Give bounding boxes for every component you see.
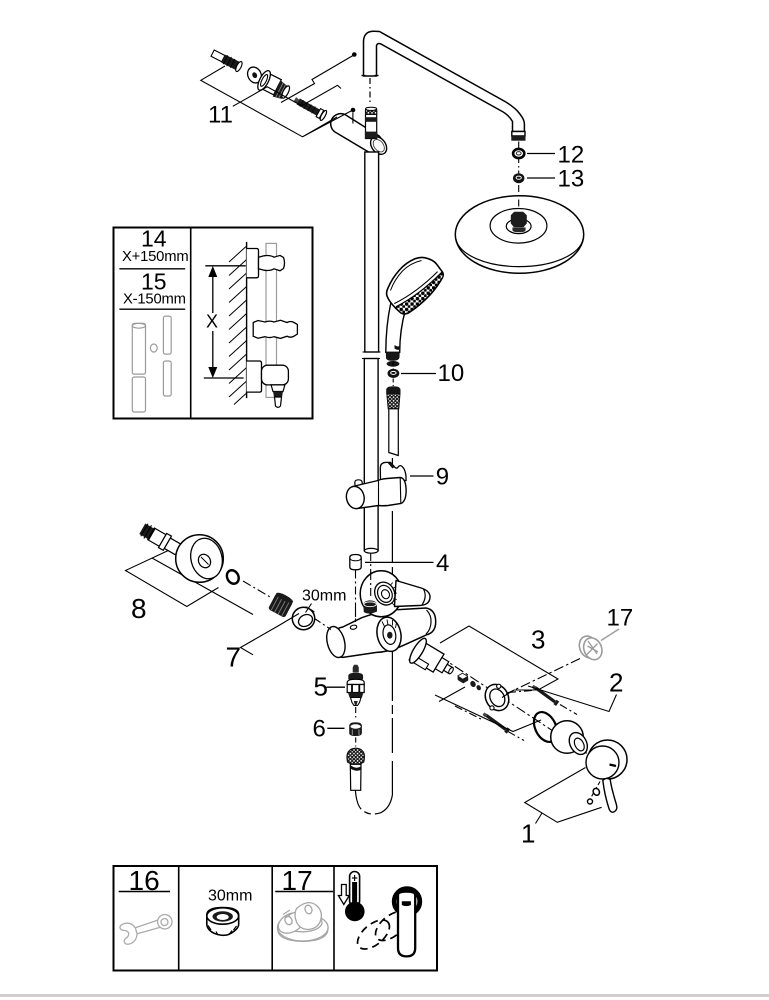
svg-text:X+150mm: X+150mm xyxy=(122,249,188,265)
svg-text:2: 2 xyxy=(609,668,623,698)
svg-text:14: 14 xyxy=(141,226,167,252)
svg-text:6: 6 xyxy=(313,716,326,743)
svg-text:8: 8 xyxy=(131,593,147,624)
svg-text:15: 15 xyxy=(141,269,167,295)
svg-text:3: 3 xyxy=(531,625,545,655)
svg-text:9: 9 xyxy=(436,464,449,491)
svg-text:17: 17 xyxy=(607,605,634,632)
svg-text:4: 4 xyxy=(436,550,449,577)
svg-text:X: X xyxy=(206,312,218,332)
svg-text:5: 5 xyxy=(314,672,328,702)
svg-text:10: 10 xyxy=(438,360,465,387)
svg-text:30mm: 30mm xyxy=(302,588,346,605)
svg-text:13: 13 xyxy=(558,166,585,193)
svg-text:7: 7 xyxy=(226,642,242,673)
svg-text:12: 12 xyxy=(558,142,585,169)
svg-text:30mm: 30mm xyxy=(208,888,252,905)
svg-text:11: 11 xyxy=(208,102,233,129)
svg-text:1: 1 xyxy=(521,819,535,849)
svg-text:X-150mm: X-150mm xyxy=(123,292,186,308)
